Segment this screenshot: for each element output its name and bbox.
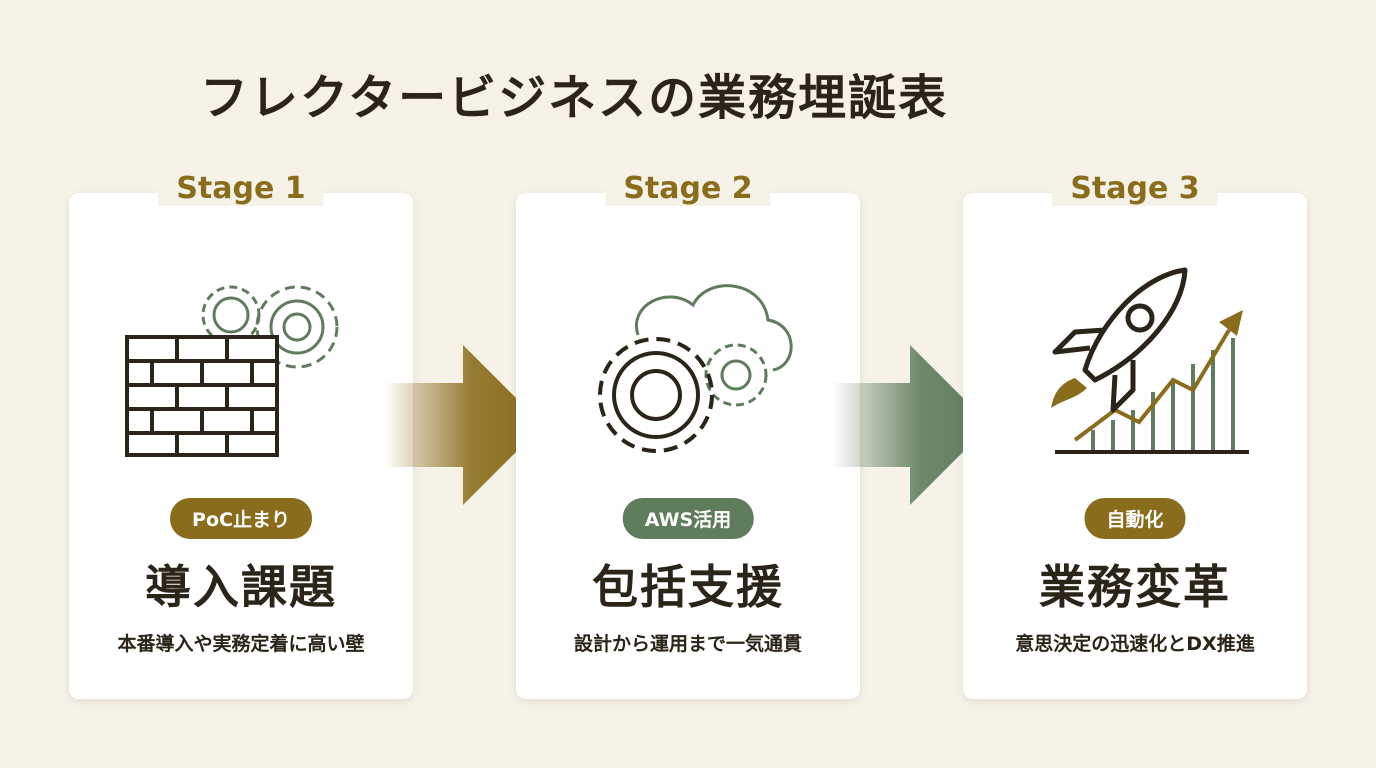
stage-3-description: 意思決定の迅速化とDX推進 — [1015, 633, 1255, 655]
stage-3-heading: 業務変革 — [1039, 560, 1231, 614]
brick-wall-gears-icon — [125, 285, 339, 457]
page-title: フレクタービジネスの業務埋誕表 — [200, 70, 949, 126]
stage-1-heading: 導入課題 — [145, 560, 337, 614]
stage-2-badge: AWS活用 — [622, 498, 754, 539]
stage-1-description: 本番導入や実務定着に高い壁 — [117, 633, 365, 655]
stage-3-card: Stage 3 自動化 業務変革 — [963, 167, 1307, 699]
stage-3-label: Stage 3 — [1052, 167, 1218, 206]
stage-2-heading: 包括支援 — [592, 560, 784, 614]
arrow-right-icon — [832, 345, 990, 505]
arrow-right-icon — [385, 345, 543, 505]
stage-1-badge: PoC止まり — [170, 498, 312, 539]
cloud-gears-icon — [598, 284, 793, 453]
stage-2-description: 設計から運用まで一気通貫 — [573, 633, 802, 655]
stage-1-card: Stage 1 — [69, 167, 413, 699]
stage-1-label: Stage 1 — [158, 167, 324, 206]
stage-2-label: Stage 2 — [605, 167, 771, 206]
rocket-growth-chart-icon — [1051, 267, 1249, 454]
stage-3-badge: 自動化 — [1084, 498, 1186, 539]
stage-2-card: Stage 2 AWS活用 包括支援 設計から運用まで一気通貫 — [516, 167, 860, 699]
